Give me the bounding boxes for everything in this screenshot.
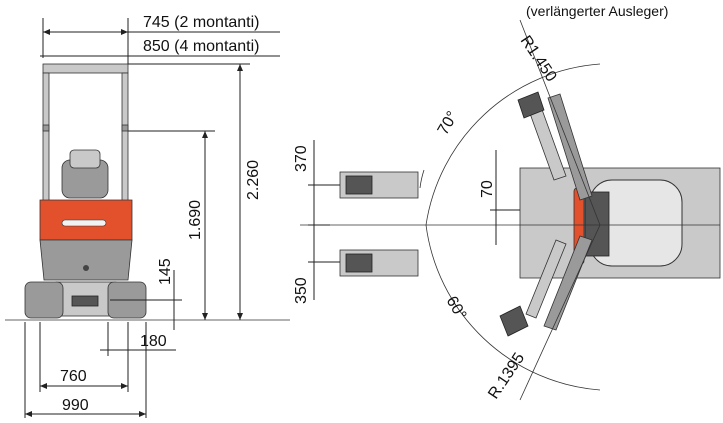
offset-center-label: 70	[479, 180, 496, 198]
bucket-left-lower	[345, 253, 373, 273]
center-frame	[71, 295, 99, 307]
radius-lower-label: R.1395	[485, 350, 528, 402]
top-view: (verlängerter Ausleger)	[293, 3, 721, 402]
canopy-post-right	[121, 72, 129, 204]
boom-lower	[499, 235, 593, 337]
post-bracket-left	[42, 124, 50, 132]
ground-clearance-label: 145	[157, 258, 174, 285]
swing-arc-upper	[425, 63, 601, 226]
radius-upper-label: R1.450	[517, 33, 560, 85]
overall-width-label: 990	[62, 397, 89, 414]
track-left	[24, 281, 64, 319]
track-width-label: 180	[140, 333, 167, 350]
hood-grille	[61, 219, 107, 227]
offset-left-label: 370	[293, 145, 310, 172]
width-4-posts-label: 850 (4 montanti)	[143, 38, 260, 55]
width-2-posts-label: 745 (2 montanti)	[143, 14, 260, 31]
body-bolt	[83, 265, 89, 271]
cab-height-label: 1.690	[187, 200, 204, 240]
bucket-left-upper	[345, 175, 373, 195]
track-gauge-label: 760	[60, 368, 87, 385]
angle-left-label: 70°	[435, 109, 462, 138]
boom-caption: (verlängerter Ausleger)	[526, 3, 668, 19]
front-view: 745 (2 montanti) 850 (4 montanti) 2.260 …	[5, 14, 290, 418]
swing-post	[584, 191, 610, 257]
canopy-post-left	[42, 72, 50, 204]
swing-arc-lower	[425, 224, 601, 391]
overall-height-label: 2.260	[245, 160, 262, 200]
seat-back	[69, 149, 101, 169]
offset-right-label: 350	[293, 277, 310, 304]
lower-body	[39, 239, 133, 281]
post-bracket-right	[121, 124, 129, 132]
canopy-roof	[42, 63, 129, 74]
